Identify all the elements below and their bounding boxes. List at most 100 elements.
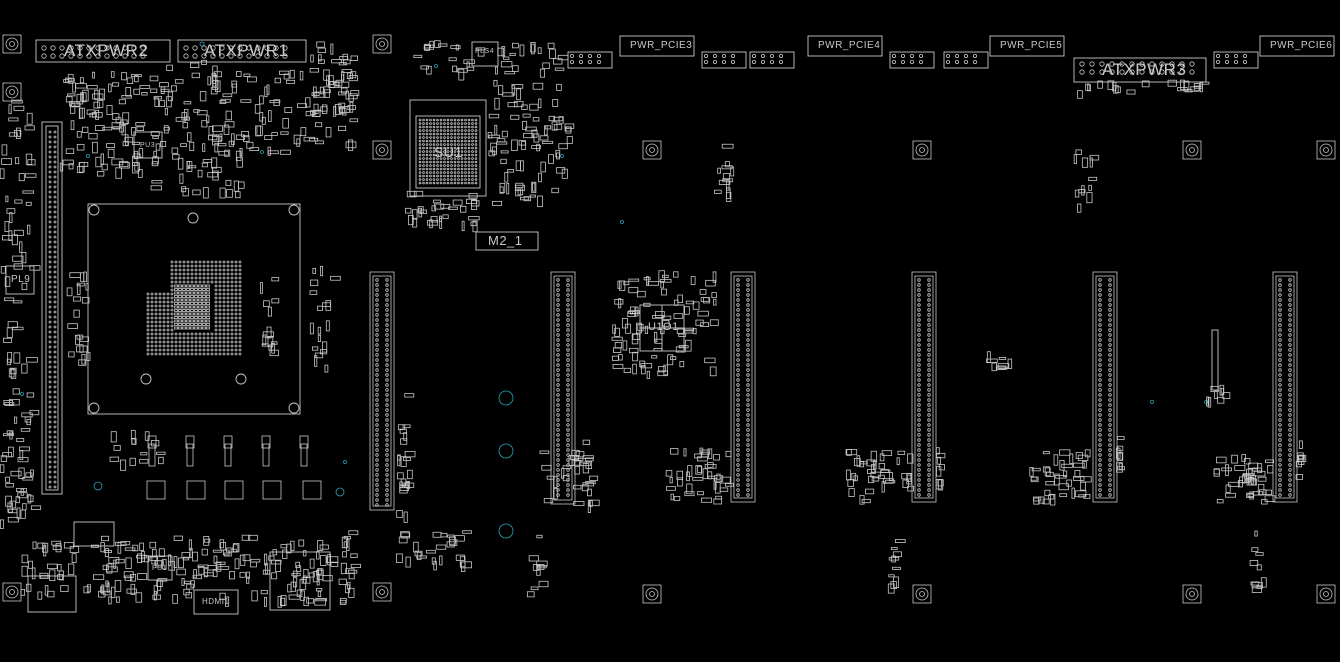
chipset-ball	[446, 153, 450, 157]
pcie-pin	[736, 463, 740, 467]
dimm-pin	[53, 400, 57, 404]
smd-part	[325, 320, 330, 332]
pcie-pin	[1098, 413, 1102, 417]
pcie-pin	[1098, 438, 1102, 442]
pcie-power-pin	[1225, 60, 1230, 65]
pcie-pin	[1098, 478, 1102, 482]
chipset-ball	[418, 129, 422, 132]
cpu-ball	[226, 268, 230, 272]
smd-part	[139, 542, 144, 551]
smd-part	[240, 99, 252, 103]
pcie-pin	[385, 413, 389, 417]
cpu-ball	[218, 332, 222, 336]
via	[498, 523, 514, 539]
smd-part	[442, 214, 449, 219]
smd-part	[21, 363, 28, 374]
mounting-hole	[375, 37, 389, 51]
pcie-pin	[375, 493, 379, 497]
dimm-pin	[48, 300, 52, 304]
smd-part	[349, 101, 354, 113]
smd-part	[1055, 475, 1067, 479]
cpu-pad	[202, 326, 206, 330]
smd-part	[439, 215, 442, 222]
smd-part	[109, 456, 120, 462]
cpu-ball	[162, 348, 166, 352]
chipset-ball	[436, 171, 439, 174]
atx-pin	[282, 45, 288, 51]
chipset-ball	[474, 164, 478, 167]
smd-part	[509, 52, 516, 56]
smd-part	[425, 549, 436, 554]
mosfet	[146, 480, 166, 500]
cpu-ball	[230, 308, 234, 312]
smd-part	[317, 540, 324, 551]
smd-part	[8, 368, 15, 378]
pcie-pin	[1098, 368, 1102, 372]
atx-pin	[264, 53, 270, 59]
atx-pin	[41, 45, 47, 51]
smd-part	[330, 43, 334, 55]
smd-part	[88, 132, 98, 140]
smd-part	[85, 283, 89, 291]
smd-part	[998, 357, 1007, 360]
pcie-pin	[566, 428, 570, 432]
chipset-ball	[471, 164, 474, 167]
smd-part	[704, 463, 717, 469]
pcie-pin	[1108, 368, 1112, 372]
pcie-pin	[385, 428, 389, 432]
pcie-pin	[1278, 398, 1282, 402]
pcie-pin	[1098, 288, 1102, 292]
smd-part	[99, 88, 106, 101]
smd-part	[419, 209, 427, 215]
cpu-ball	[174, 340, 178, 344]
cpu-ball	[238, 312, 242, 316]
chipset-ball	[429, 125, 432, 129]
pcie-pin	[1288, 448, 1292, 452]
dimm-pin	[53, 135, 57, 139]
smd-part	[92, 141, 98, 154]
smd-part	[653, 331, 658, 343]
smd-part	[135, 122, 146, 127]
pcie-pin	[1108, 333, 1112, 337]
pcie-pin	[1288, 393, 1292, 397]
mosfet	[186, 480, 206, 500]
cpu-ball	[206, 276, 210, 280]
smd-part	[618, 354, 623, 361]
pcie-pin	[736, 398, 740, 402]
pcie-power-pin	[910, 54, 915, 59]
chipset-ball	[418, 164, 422, 167]
cpu-pad	[174, 302, 178, 305]
smd-part	[346, 72, 353, 80]
chipset-ball	[443, 118, 446, 122]
smd-part	[20, 509, 26, 519]
mounting-hole	[9, 41, 15, 47]
dimm-pin	[53, 485, 57, 489]
cpu-ball	[170, 332, 174, 336]
dimm-pin	[53, 350, 57, 354]
smd-part	[67, 93, 76, 97]
smd-part	[1167, 79, 1177, 87]
dimm-pin	[53, 235, 57, 239]
pcie-pin	[556, 408, 560, 412]
smd-part	[714, 189, 722, 194]
smd-part	[455, 44, 459, 51]
smd-part	[472, 220, 478, 233]
pcie-pin	[385, 323, 389, 327]
smd-part	[126, 588, 137, 594]
pcie-power-pin	[901, 54, 906, 59]
pcie-pin	[736, 358, 740, 362]
pcie-pin	[736, 378, 740, 382]
cpu-pad	[178, 298, 182, 302]
pcie-pin	[566, 493, 570, 497]
smd-part	[151, 180, 163, 184]
smd-part	[697, 310, 709, 317]
pcie-pin	[917, 298, 921, 302]
chipset-ball	[418, 146, 422, 150]
dimm-pin	[53, 395, 57, 399]
cpu-ball	[162, 328, 166, 332]
pcie-pin	[917, 388, 921, 392]
smd-part	[324, 364, 329, 373]
atx-pin	[246, 45, 252, 51]
smd-part	[696, 491, 704, 496]
smd-part	[700, 297, 710, 302]
